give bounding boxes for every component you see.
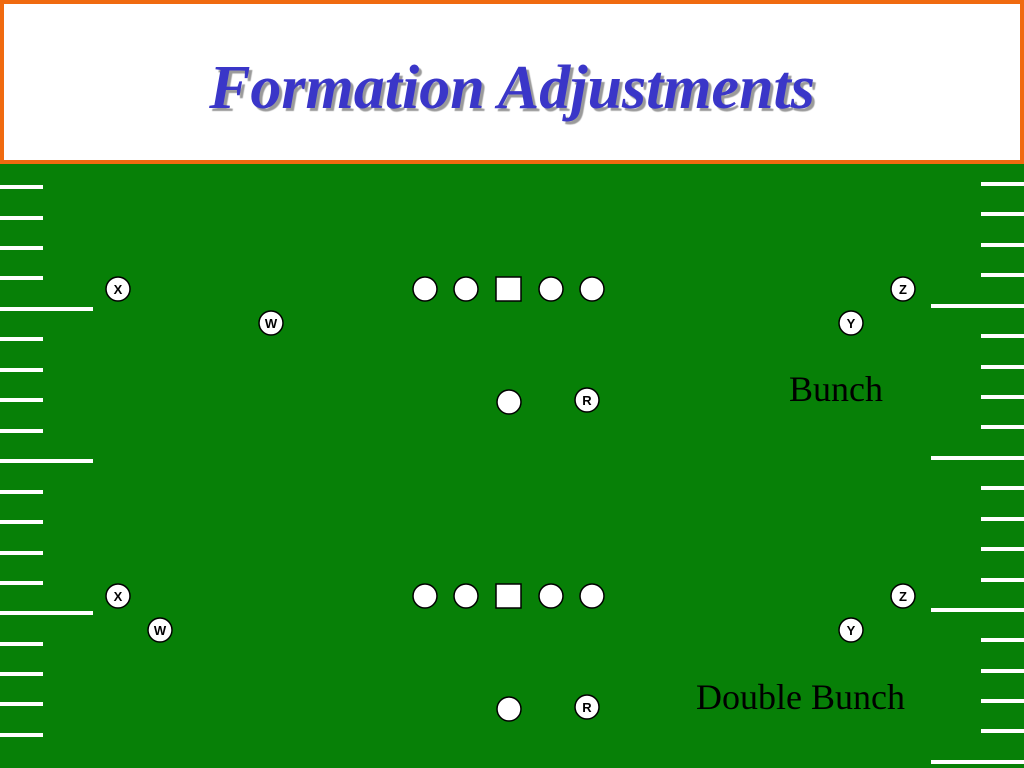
player-y-label: Y bbox=[847, 623, 856, 638]
formation-label-bunch: Bunch bbox=[789, 369, 883, 409]
player-w-label: W bbox=[265, 316, 278, 331]
offensive-line bbox=[412, 583, 605, 609]
player-r-label: R bbox=[582, 393, 592, 408]
player-r: R bbox=[574, 387, 600, 413]
player-x-label: X bbox=[114, 589, 123, 604]
formation-label-double-bunch: Double Bunch bbox=[696, 677, 905, 717]
lineman bbox=[579, 276, 605, 302]
player-y: Y bbox=[838, 617, 864, 643]
slide-title: Formation Adjustments bbox=[209, 54, 815, 122]
right-hash-marks bbox=[931, 182, 1024, 764]
player-z-label: Z bbox=[899, 282, 907, 297]
player-r: R bbox=[574, 694, 600, 720]
quarterback bbox=[496, 389, 522, 415]
player-x: X bbox=[105, 583, 131, 609]
player-y-label: Y bbox=[847, 316, 856, 331]
quarterback bbox=[496, 696, 522, 722]
left-hash-marks bbox=[0, 185, 93, 737]
center bbox=[495, 583, 522, 609]
lineman bbox=[538, 583, 564, 609]
slide-header: Formation Adjustments bbox=[0, 0, 1024, 164]
field-diagram: X W Z Y R bbox=[0, 182, 1024, 764]
formation-bunch: X W Z Y R bbox=[105, 276, 916, 415]
lineman bbox=[412, 276, 438, 302]
player-z: Z bbox=[890, 583, 916, 609]
player-w: W bbox=[258, 310, 284, 336]
player-w: W bbox=[147, 617, 173, 643]
center bbox=[495, 276, 522, 302]
lineman bbox=[538, 276, 564, 302]
player-z-label: Z bbox=[899, 589, 907, 604]
offensive-line bbox=[412, 276, 605, 302]
player-y: Y bbox=[838, 310, 864, 336]
football-field: X W Z Y R bbox=[0, 164, 1024, 768]
lineman bbox=[579, 583, 605, 609]
player-x: X bbox=[105, 276, 131, 302]
player-r-label: R bbox=[582, 700, 592, 715]
lineman bbox=[453, 276, 479, 302]
formation-double-bunch: X W Z Y R bbox=[105, 583, 916, 722]
player-x-label: X bbox=[114, 282, 123, 297]
lineman bbox=[412, 583, 438, 609]
player-z: Z bbox=[890, 276, 916, 302]
player-w-label: W bbox=[154, 623, 167, 638]
lineman bbox=[453, 583, 479, 609]
